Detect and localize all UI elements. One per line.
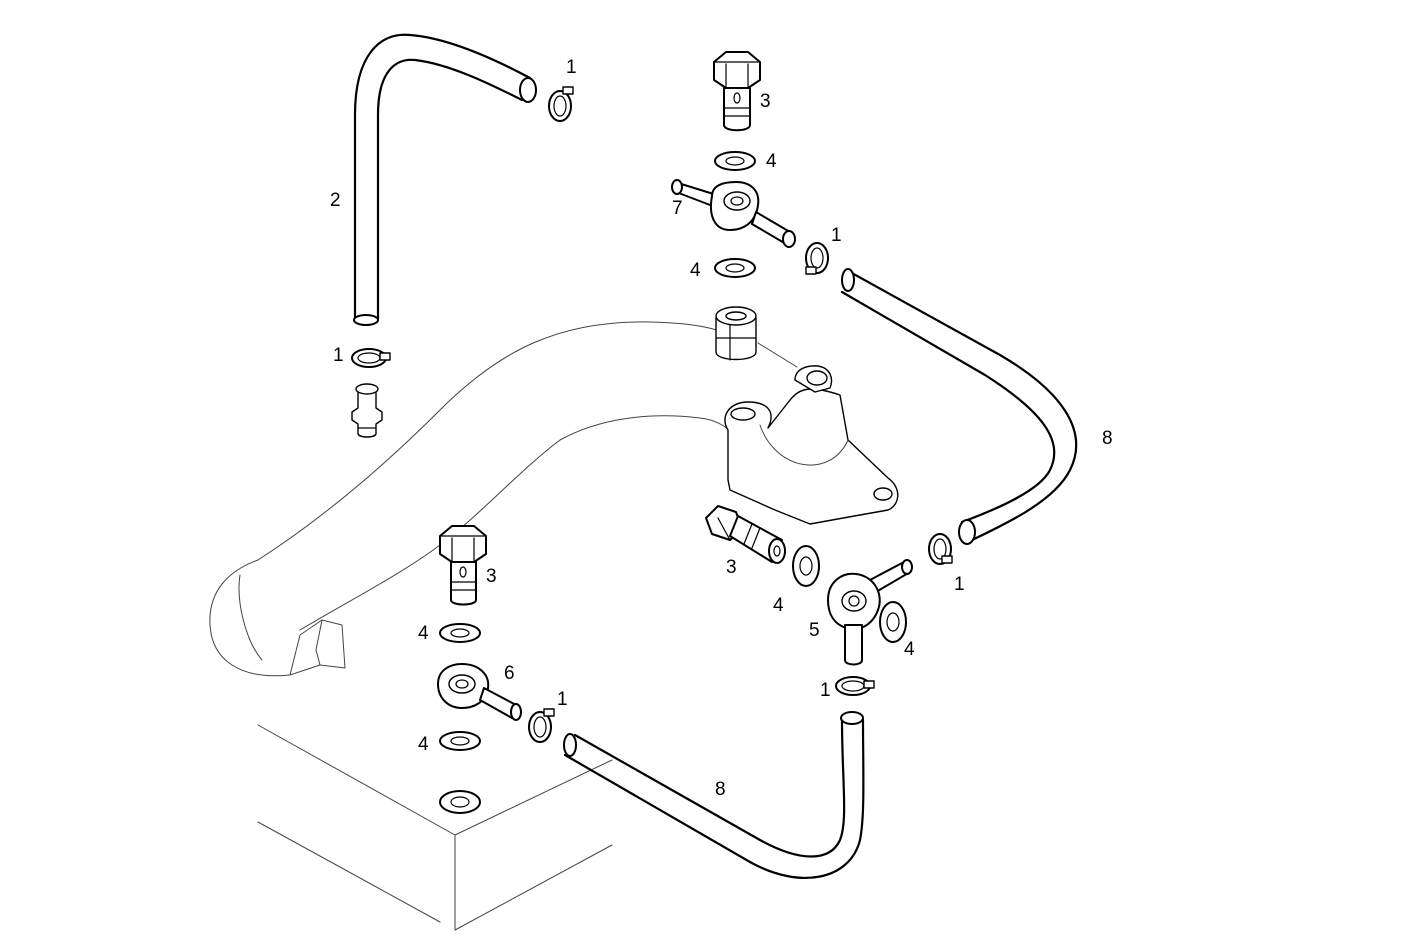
callout-clip-right-low: 1 (820, 680, 831, 701)
hose-2 (353, 33, 537, 326)
thermostat-housing (724, 342, 899, 525)
callout-washer-right-mid: 4 (773, 595, 784, 616)
washer-4-bottom-lower (439, 731, 481, 751)
hose-clip-1-bottom (528, 708, 555, 743)
callout-clip-right-mid: 1 (954, 574, 965, 595)
callout-labels: 1 1 1 1 1 1 2 3 3 3 4 4 4 4 4 4 4 5 6 7 … (330, 57, 1113, 800)
callout-bolt-top: 3 (760, 91, 771, 112)
port-seat (439, 790, 481, 814)
callout-washer-bottom-upper: 4 (418, 623, 429, 644)
banjo-bolt-3-top (713, 51, 761, 132)
hose-clip-1-right-top (805, 242, 829, 275)
callout-hose-8-right: 8 (1102, 428, 1113, 449)
callout-clip-top: 1 (566, 57, 577, 78)
banjo-bolt-3-mid (705, 505, 786, 564)
banjo-bolt-3-bottom (439, 525, 487, 606)
engine-block-outline (257, 724, 613, 931)
washer-4-top (714, 151, 756, 171)
hose-clip-1-top (548, 86, 574, 122)
hose-8-right (840, 268, 1078, 545)
hose-clip-1-right-low (835, 676, 875, 696)
callout-bolt-bottom: 3 (486, 566, 497, 587)
banjo-fitting-6 (437, 663, 522, 721)
banjo-fitting-5 (827, 559, 913, 666)
hose-nipple (351, 383, 383, 438)
callout-bolt-mid: 3 (726, 557, 737, 578)
washer-4-mid (714, 258, 756, 278)
callout-fitting-5: 5 (809, 620, 820, 641)
callout-washer-bottom-lower: 4 (418, 734, 429, 755)
washer-4-bottom-upper (439, 623, 481, 643)
hose-clip-1-right-mid (928, 533, 953, 565)
callout-washer-top: 4 (766, 151, 777, 172)
banjo-fitting-7 (671, 179, 796, 248)
callout-washer-mid: 4 (690, 260, 701, 281)
callout-washer-right-low: 4 (904, 639, 915, 660)
callout-hose-2: 2 (330, 190, 341, 211)
water-pipe-outline (209, 321, 741, 677)
callout-clip-left: 1 (333, 345, 344, 366)
callout-fitting-6: 6 (504, 663, 515, 684)
callout-clip-bottom: 1 (557, 689, 568, 710)
callout-fitting-7: 7 (672, 198, 683, 219)
hose-8-bottom (563, 711, 865, 879)
hex-adapter (715, 306, 757, 361)
callout-clip-right-top: 1 (831, 225, 842, 246)
hose-clip-1-left (351, 348, 391, 368)
callout-hose-8-bottom: 8 (715, 779, 726, 800)
washer-4-right-low (879, 601, 907, 643)
washer-4-right-mid (792, 545, 820, 587)
